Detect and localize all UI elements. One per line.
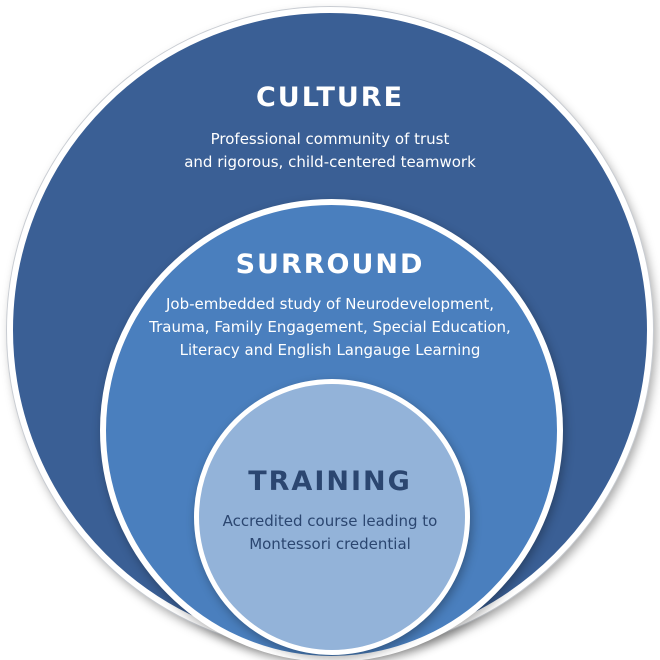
training-title: TRAINING [248,466,412,497]
surround-description: Job-embedded study of Neurodevelopment, … [149,295,511,359]
culture-description: Professional community of trust and rigo… [184,130,476,171]
surround-title: SURROUND [235,249,425,280]
culture-title: CULTURE [255,82,405,113]
training-description: Accredited course leading to Montessori … [222,512,438,553]
training-circle [194,379,470,655]
